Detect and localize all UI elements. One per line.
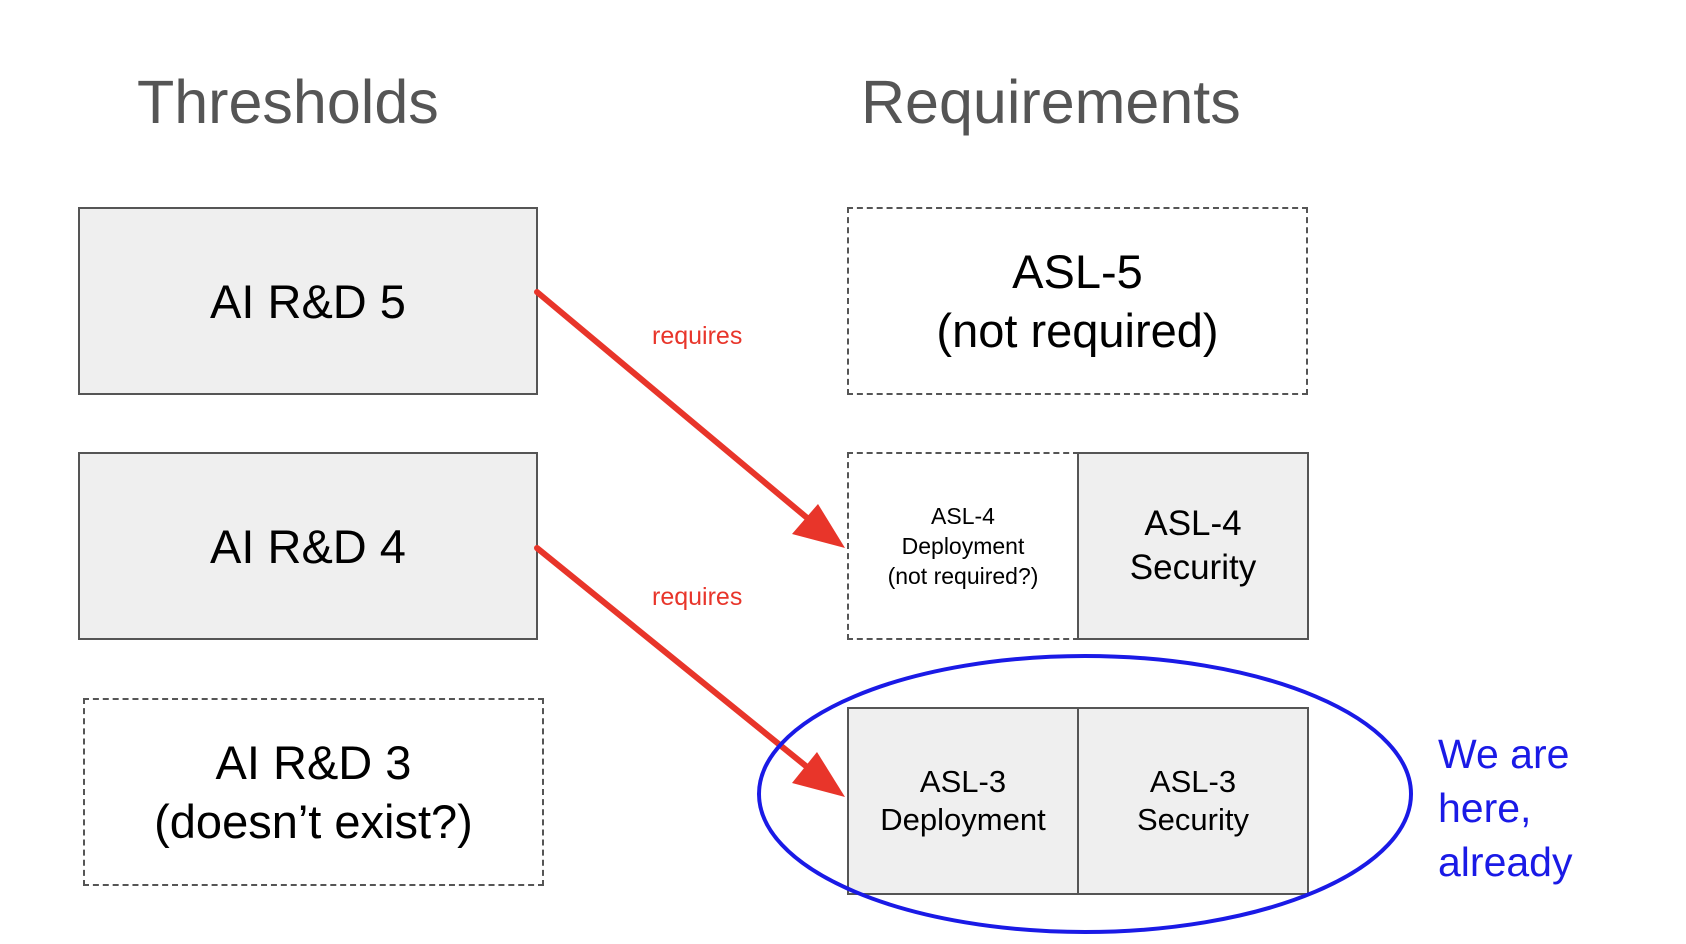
requirement-asl-5: ASL-5 (not required) [847,207,1308,395]
requirement-asl-4-deployment-note: (not required?) [887,563,1039,589]
requirement-asl-4-security: ASL-4 Security [1077,452,1309,640]
annotation-line-1: We are [1438,731,1570,777]
requirement-asl-3-security: ASL-3 Security [1077,707,1309,895]
threshold-ai-rd-4-label: AI R&D 4 [210,519,406,573]
upper-requires-label: requires [652,322,743,350]
we-are-here-annotation: We are here, already [1438,727,1572,889]
annotation-line-3: already [1438,839,1573,885]
requirement-asl-3-deployment: ASL-3 Deployment [847,707,1079,895]
requirement-asl-3-deployment-level: ASL-3 [919,764,1007,799]
threshold-ai-rd-3: AI R&D 3 (doesn’t exist?) [83,698,544,886]
threshold-ai-rd-3-label: AI R&D 3 [215,736,412,789]
requirement-asl-4-security-level: ASL-4 [1144,504,1242,543]
requirement-asl-3-security-level: ASL-3 [1149,764,1237,799]
threshold-ai-rd-5-label: AI R&D 5 [210,274,406,328]
requirements-heading: Requirements [861,68,1241,136]
requirement-asl-3-deployment-label: Deployment [880,802,1046,837]
lower-requires-label: requires [652,583,743,611]
requirement-asl-4-deployment-level: ASL-4 [931,503,995,529]
threshold-ai-rd-5: AI R&D 5 [78,207,538,395]
annotation-line-2: here, [1438,785,1532,831]
thresholds-heading: Thresholds [137,68,439,136]
threshold-ai-rd-3-note: (doesn’t exist?) [154,795,473,848]
requirement-asl-5-note: (not required) [936,304,1219,357]
requirement-asl-4-deployment-label: Deployment [901,533,1025,559]
requirement-asl-3-security-label: Security [1137,802,1249,837]
requirement-asl-4-security-label: Security [1129,548,1257,587]
threshold-ai-rd-4: AI R&D 4 [78,452,538,640]
requirement-asl-5-label: ASL-5 [1012,245,1143,298]
requirement-asl-4-deployment: ASL-4 Deployment (not required?) [847,452,1079,640]
